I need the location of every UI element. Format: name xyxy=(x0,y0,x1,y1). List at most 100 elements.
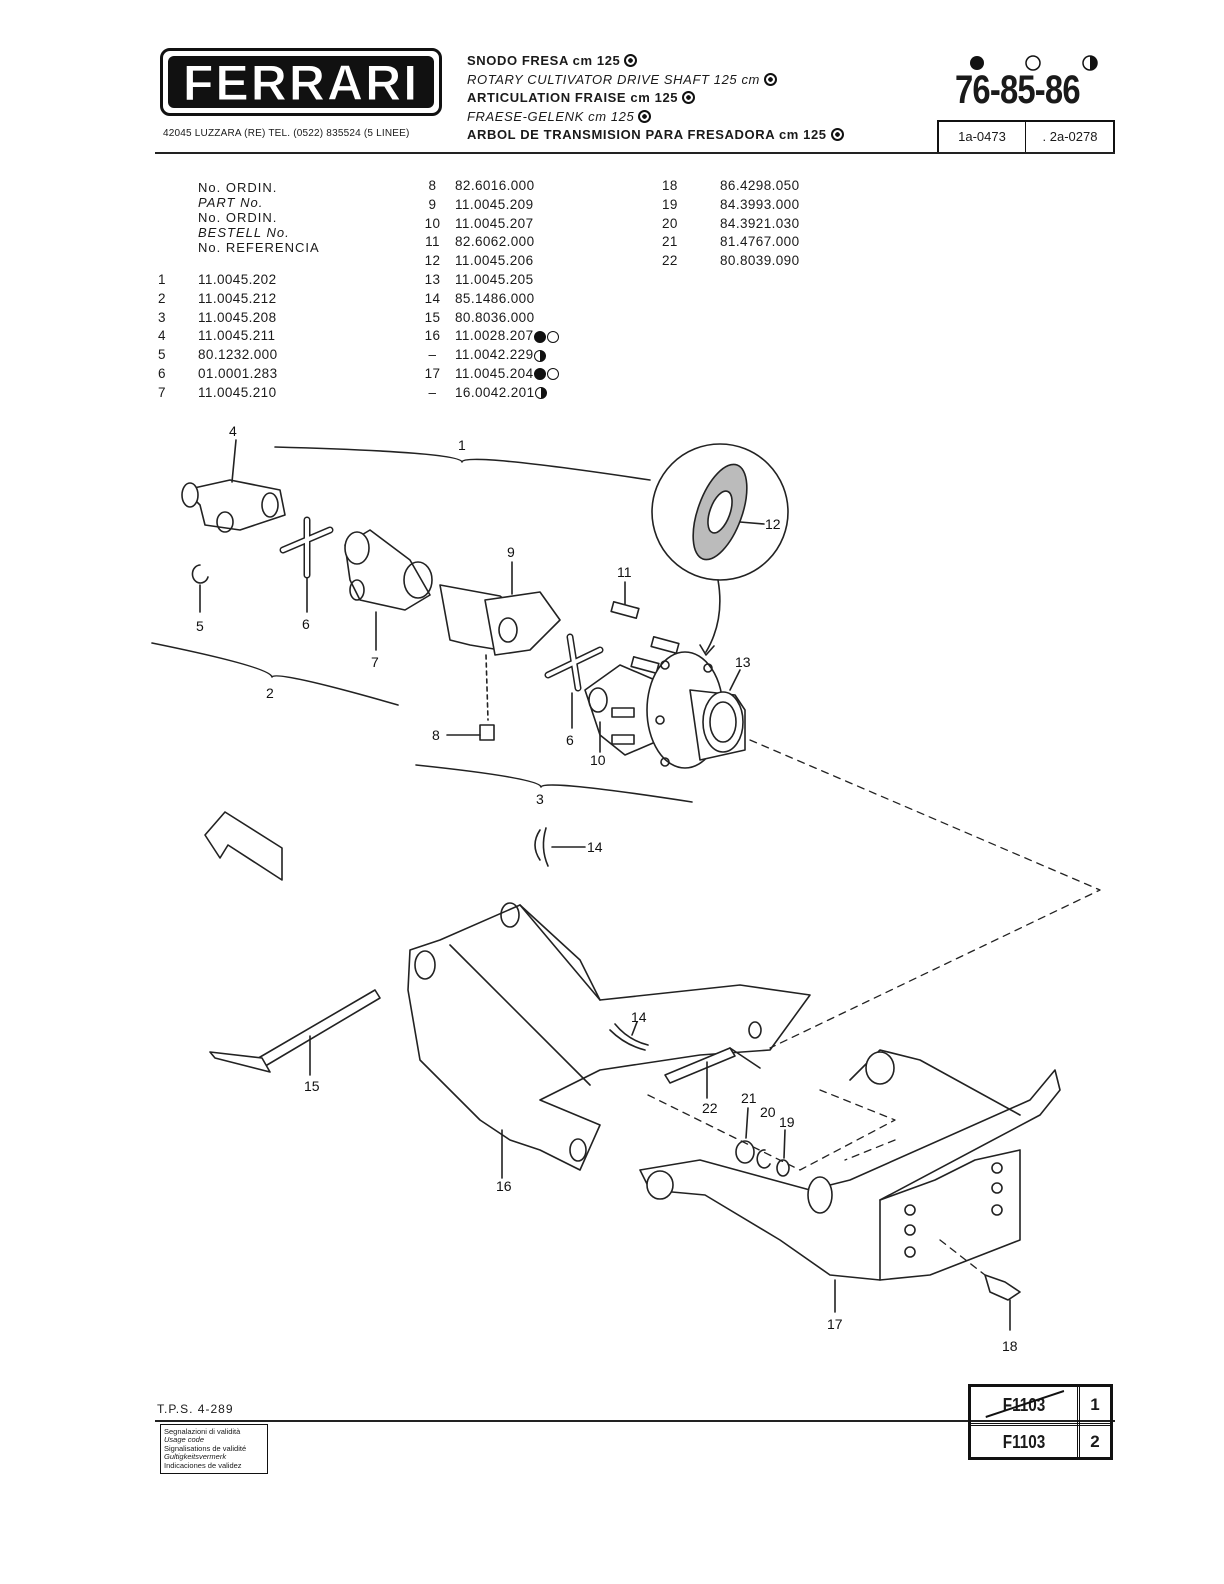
diagram-label: 18 xyxy=(1002,1338,1018,1354)
diagram-label: 21 xyxy=(741,1090,757,1106)
code-left: 1a-0473 xyxy=(939,122,1026,152)
validity-symbols xyxy=(970,55,1098,71)
bracket-group-2 xyxy=(151,642,399,706)
part-13-clutch-hub xyxy=(646,651,746,769)
part-7-yoke xyxy=(344,529,433,651)
code-right: . 2a-0278 xyxy=(1042,129,1098,144)
page-label-struck: F1103 xyxy=(979,1387,1069,1423)
diagram-label: 20 xyxy=(760,1104,776,1120)
part-16-frame xyxy=(407,902,811,1179)
validity-star-icon xyxy=(682,91,696,104)
diagram-label: 5 xyxy=(196,618,204,634)
diagram-label: 1 xyxy=(458,437,466,453)
bracket-group-1 xyxy=(274,446,651,481)
half-circle-icon xyxy=(534,349,547,362)
diagram-label: 22 xyxy=(702,1100,718,1116)
diagram-label: 6 xyxy=(302,616,310,632)
empty-circle-icon xyxy=(547,368,560,381)
diagram-label: 11 xyxy=(617,564,632,580)
assembly-guide-lines xyxy=(647,739,1101,1276)
validity-star-icon xyxy=(830,128,844,141)
part-5-circlip xyxy=(191,564,209,584)
list-item: –11.0042.229 xyxy=(410,346,559,365)
page-number-box: F1103 1 F1103 2 xyxy=(968,1384,1113,1460)
tps-reference: T.P.S. 4-289 xyxy=(157,1402,234,1416)
full-circle-icon xyxy=(970,56,984,70)
page-number: 1 xyxy=(1077,1387,1110,1423)
title-de: FRAESE-GELENK cm 125 xyxy=(467,108,844,127)
title-fr: ARTICULATION FRAISE cm 125 xyxy=(467,89,844,108)
part-9-shaft xyxy=(439,561,561,656)
diagram-label: 7 xyxy=(371,654,379,670)
footer-divider xyxy=(155,1420,1115,1422)
validity-star-icon xyxy=(624,54,638,67)
exploded-parts-diagram: 4 1 5 6 2 7 9 11 12 13 8 6 10 3 14 14 15… xyxy=(151,423,1101,1354)
part-10-flange-yoke xyxy=(584,664,661,756)
diagram-label: 15 xyxy=(304,1078,320,1094)
diagram-label: 3 xyxy=(536,791,544,807)
part-8-nipple xyxy=(479,724,495,741)
diagram-label: 13 xyxy=(735,654,751,670)
empty-circle-icon xyxy=(1025,55,1041,71)
page-row-2: F1103 2 xyxy=(971,1424,1110,1460)
full-circle-icon xyxy=(534,368,547,381)
company-address: 42045 LUZZARA (RE) TEL. (0522) 835524 (5… xyxy=(163,128,410,139)
bracket-group-3 xyxy=(415,764,693,803)
list-item: –16.0042.201 xyxy=(410,384,559,403)
part-14-pin xyxy=(534,827,549,867)
header-divider xyxy=(155,152,1115,154)
page-number: 2 xyxy=(1077,1424,1110,1460)
half-circle-icon xyxy=(535,387,548,400)
strike-line xyxy=(985,1390,1065,1418)
diagram-label: 9 xyxy=(507,544,515,560)
diagram-label: 12 xyxy=(765,516,781,532)
part-11-bolts xyxy=(610,581,680,674)
diagram-label: 14 xyxy=(631,1009,647,1025)
validity-star-icon xyxy=(763,72,777,86)
part-20-washer xyxy=(756,1149,771,1169)
part-6-cross-2 xyxy=(544,633,604,729)
document-titles: SNODO FRESA cm 125 ROTARY CULTIVATOR DRI… xyxy=(467,52,844,145)
part-14-pin-2 xyxy=(609,1023,649,1051)
diagram-label: 17 xyxy=(827,1316,843,1332)
usage-code-legend: Segnalazioni di validità Usage code Sign… xyxy=(160,1424,268,1474)
page-row-1: F1103 1 xyxy=(971,1387,1110,1426)
model-numbers: 76-85-86 xyxy=(955,68,1081,112)
diagram-label: 2 xyxy=(266,685,274,701)
title-es: ARBOL DE TRANSMISION PARA FRESADORA cm 1… xyxy=(467,126,844,145)
part-22-pin xyxy=(664,1047,761,1099)
part-19-washer xyxy=(776,1159,790,1177)
parts-column-header: No. ORDIN. PART No. No. ORDIN. BESTELL N… xyxy=(198,180,320,255)
diagram-label: 10 xyxy=(590,752,606,768)
part-15-long-pin xyxy=(209,989,381,1076)
diagram-label: 14 xyxy=(587,839,603,855)
part-4-yoke xyxy=(181,439,286,533)
ferrari-logo: FERRARI xyxy=(160,48,442,116)
diagram-label: 4 xyxy=(229,423,237,439)
diagram-label: 19 xyxy=(779,1114,795,1130)
validity-star-icon xyxy=(638,109,652,123)
brand-name: FERRARI xyxy=(182,55,420,111)
code-box: 1a-0473 . 2a-0278 xyxy=(937,120,1115,154)
